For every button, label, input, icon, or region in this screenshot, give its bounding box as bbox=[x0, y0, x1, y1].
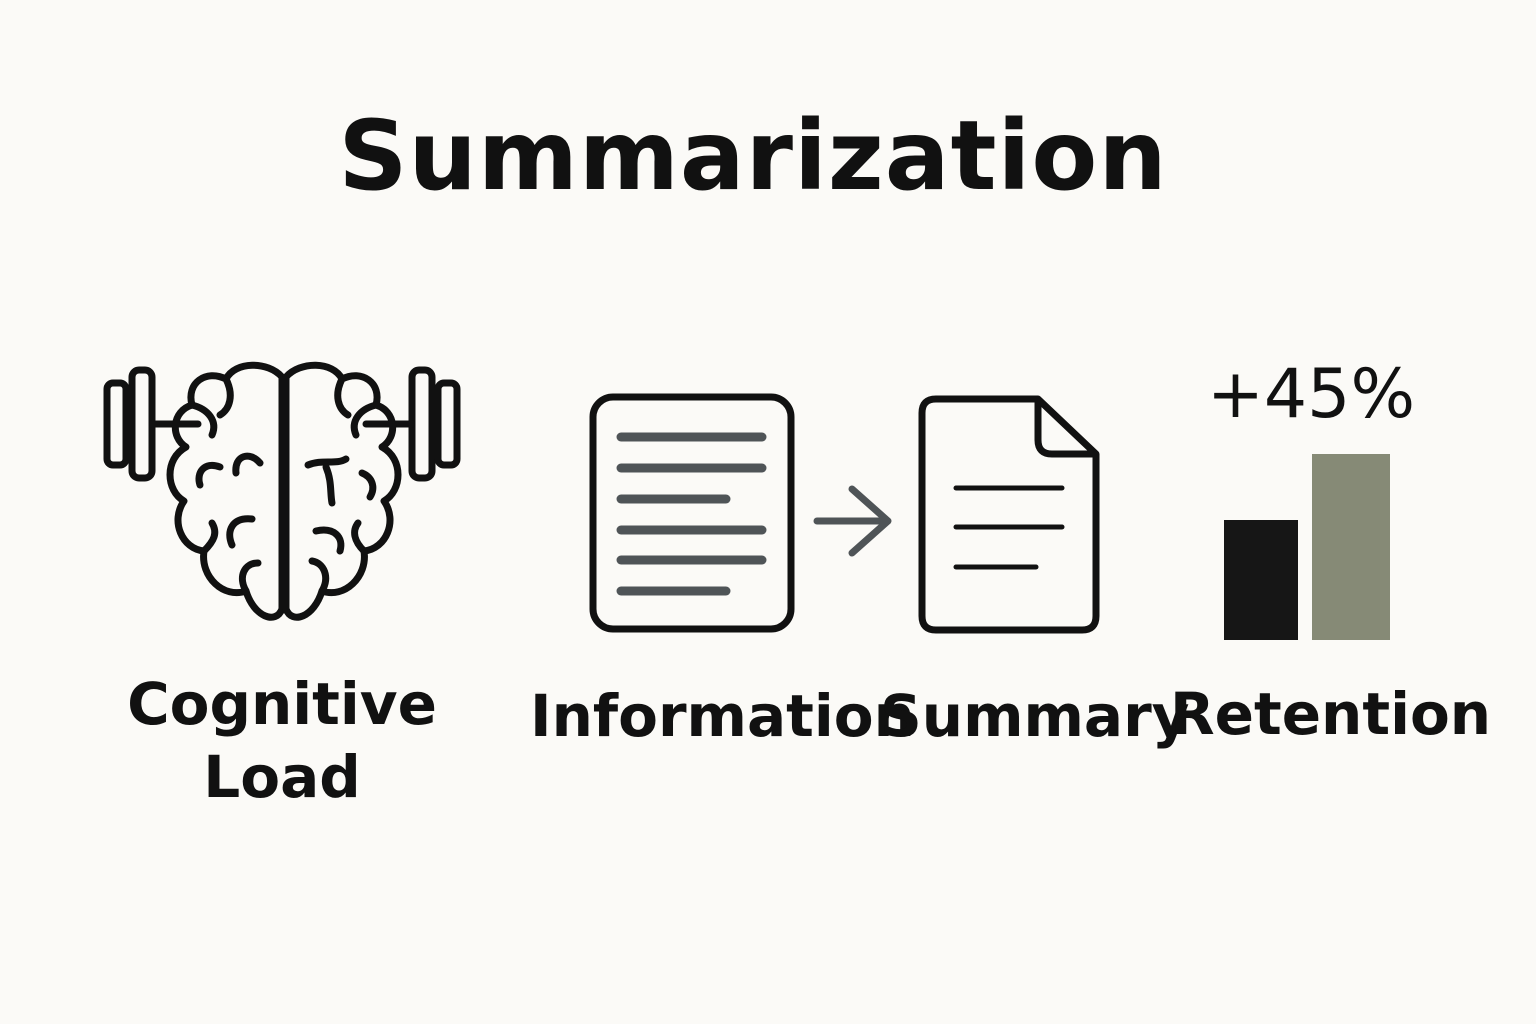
bar-after bbox=[1312, 454, 1390, 640]
retention-increase-value: +45% bbox=[1206, 355, 1416, 434]
brain-dumbbell-icon bbox=[103, 361, 461, 621]
cognitive-load-label: Cognitive Load bbox=[92, 668, 472, 813]
cognitive-load-label-line1: Cognitive bbox=[127, 670, 437, 738]
summary-label: Summary bbox=[880, 682, 1190, 750]
retention-label: Retention bbox=[1170, 680, 1492, 748]
cognitive-load-label-line2: Load bbox=[203, 742, 361, 811]
information-label: Information bbox=[530, 682, 915, 750]
document-lines-icon bbox=[589, 393, 795, 633]
bar-before bbox=[1224, 520, 1298, 640]
bar-chart-icon bbox=[1224, 454, 1390, 640]
page-title: Summarization bbox=[338, 100, 1168, 212]
arrow-right-icon bbox=[813, 485, 892, 557]
short-document-icon bbox=[918, 395, 1100, 634]
